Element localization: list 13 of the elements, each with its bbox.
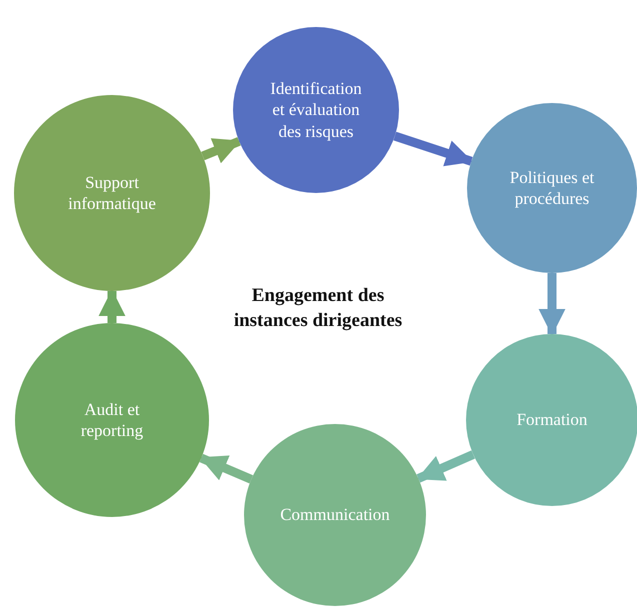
center-label: Engagement des instances dirigeantes — [232, 284, 404, 333]
arrow — [201, 137, 241, 164]
arrow — [98, 289, 126, 323]
node-label: Identification et évaluation des risques — [270, 78, 362, 142]
arrow — [199, 454, 254, 484]
node-label: Communication — [280, 504, 390, 526]
node-label: Politiques et procédures — [508, 166, 596, 210]
node-label: Support informatique — [67, 172, 157, 214]
node-label: Formation — [516, 409, 588, 431]
arrow — [416, 450, 476, 483]
arrow — [393, 132, 473, 166]
arrow — [538, 273, 566, 336]
node-label: Audit et reporting — [80, 398, 144, 442]
